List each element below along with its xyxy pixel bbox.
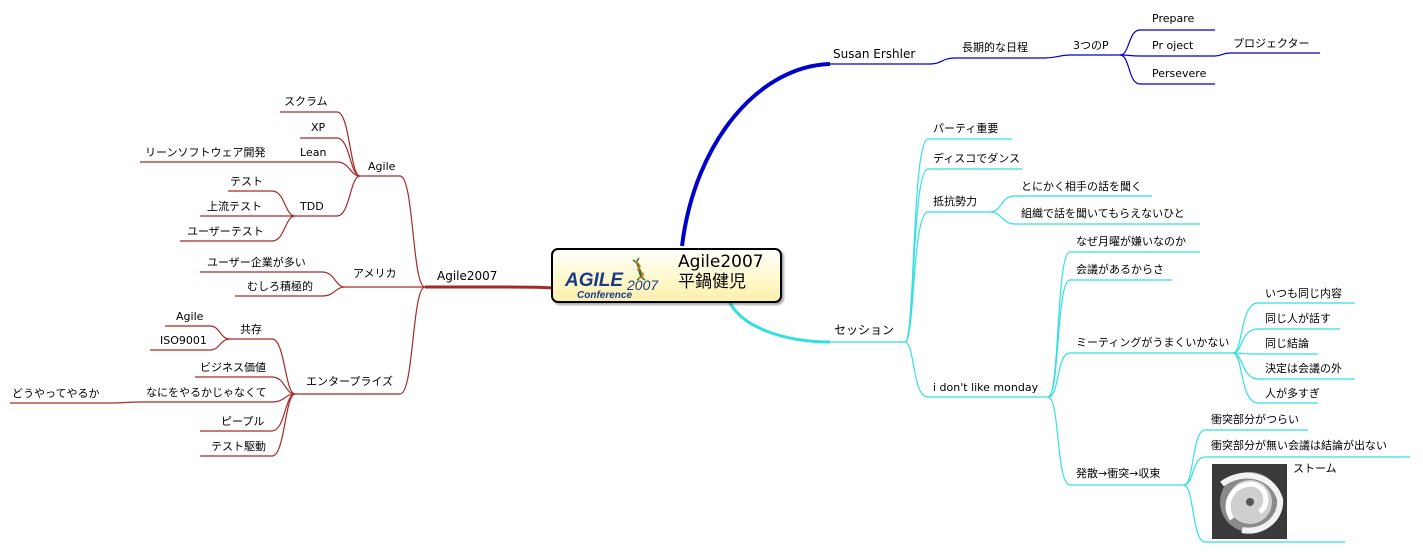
logo-sub: Conference [577, 290, 632, 300]
logo-year: 2007 [626, 277, 659, 293]
node-scrum[interactable]: スクラム [284, 95, 328, 108]
node-agile[interactable]: Agile [368, 160, 396, 173]
node-tdd[interactable]: TDD [300, 200, 324, 213]
node-storm[interactable]: ストーム [1293, 462, 1337, 475]
node-coexist-agile[interactable]: Agile [176, 310, 204, 323]
node-diverge[interactable]: 発散→衝突→収束 [1076, 467, 1161, 480]
node-same-person[interactable]: 同じ人が話す [1265, 312, 1331, 325]
node-projector[interactable]: プロジェクター [1233, 37, 1310, 50]
node-too-many[interactable]: 人が多すぎ [1265, 387, 1320, 400]
agile2007-logo-icon: AGILE 2007 Conference [564, 257, 659, 300]
node-proactive[interactable]: むしろ積極的 [247, 280, 313, 293]
node-session[interactable]: セッション [834, 323, 895, 337]
node-party[interactable]: パーティ重要 [933, 122, 999, 135]
node-test[interactable]: テスト [230, 175, 263, 188]
node-people[interactable]: ピープル [221, 415, 265, 428]
node-not-what[interactable]: なにをやるかじゃなくて [146, 386, 267, 399]
node-resist[interactable]: 抵抗勢力 [933, 195, 977, 208]
node-same-content[interactable]: いつも同じ内容 [1265, 287, 1342, 300]
node-coexist[interactable]: 共存 [240, 323, 262, 336]
node-agile2007[interactable]: Agile2007 [437, 269, 498, 283]
node-upstream-test[interactable]: 上流テスト [207, 200, 262, 213]
node-no-conflict[interactable]: 衝突部分が無い会議は結論が出ない [1211, 439, 1387, 452]
node-iso9001[interactable]: ISO9001 [160, 334, 207, 347]
central-title: Agile2007 [678, 252, 764, 272]
node-why-monday[interactable]: なぜ月曜が嫌いなのか [1076, 235, 1186, 248]
node-how[interactable]: どうやってやるか [12, 387, 100, 400]
node-decided-outside[interactable]: 決定は会議の外 [1265, 362, 1342, 375]
node-user-test[interactable]: ユーザーテスト [187, 225, 264, 238]
node-disco[interactable]: ディスコでダンス [933, 152, 1021, 165]
node-prepare[interactable]: Prepare [1152, 12, 1195, 25]
node-biz-value[interactable]: ビジネス価値 [200, 361, 266, 374]
node-america[interactable]: アメリカ [353, 267, 397, 280]
node-test-driven[interactable]: テスト駆動 [211, 440, 266, 453]
central-topic[interactable]: AGILE 2007 Conference Agile2007 平鍋健児 [551, 248, 782, 303]
node-i-dont-like-monday[interactable]: i don't like monday [933, 381, 1039, 394]
node-enterprise[interactable]: エンタープライズ [306, 375, 394, 388]
node-same-conclusion[interactable]: 同じ結論 [1265, 337, 1309, 350]
node-susan-ershler[interactable]: Susan Ershler [833, 47, 916, 61]
node-project[interactable]: Pr oject [1152, 39, 1194, 52]
node-org[interactable]: 組織で話を聞いてもらえないひと [1021, 207, 1185, 220]
storm-image [1212, 464, 1287, 539]
node-lean[interactable]: Lean [300, 146, 327, 159]
node-three-p[interactable]: 3つのP [1073, 39, 1109, 52]
node-listen[interactable]: とにかく相手の話を聞く [1021, 180, 1142, 193]
node-schedule[interactable]: 長期的な日程 [962, 41, 1028, 54]
logo-text: AGILE [564, 270, 624, 291]
node-meeting-bad[interactable]: ミーティングがうまくいかない [1076, 336, 1230, 349]
central-author: 平鍋健児 [678, 272, 746, 292]
node-xp[interactable]: XP [311, 121, 326, 134]
node-lean-dev[interactable]: リーンソフトウェア開発 [145, 146, 266, 159]
node-conflict-hard[interactable]: 衝突部分がつらい [1211, 413, 1299, 426]
node-persevere[interactable]: Persevere [1152, 67, 1207, 80]
node-meeting[interactable]: 会議があるからさ [1076, 263, 1164, 276]
node-user-companies[interactable]: ユーザー企業が多い [207, 256, 306, 269]
